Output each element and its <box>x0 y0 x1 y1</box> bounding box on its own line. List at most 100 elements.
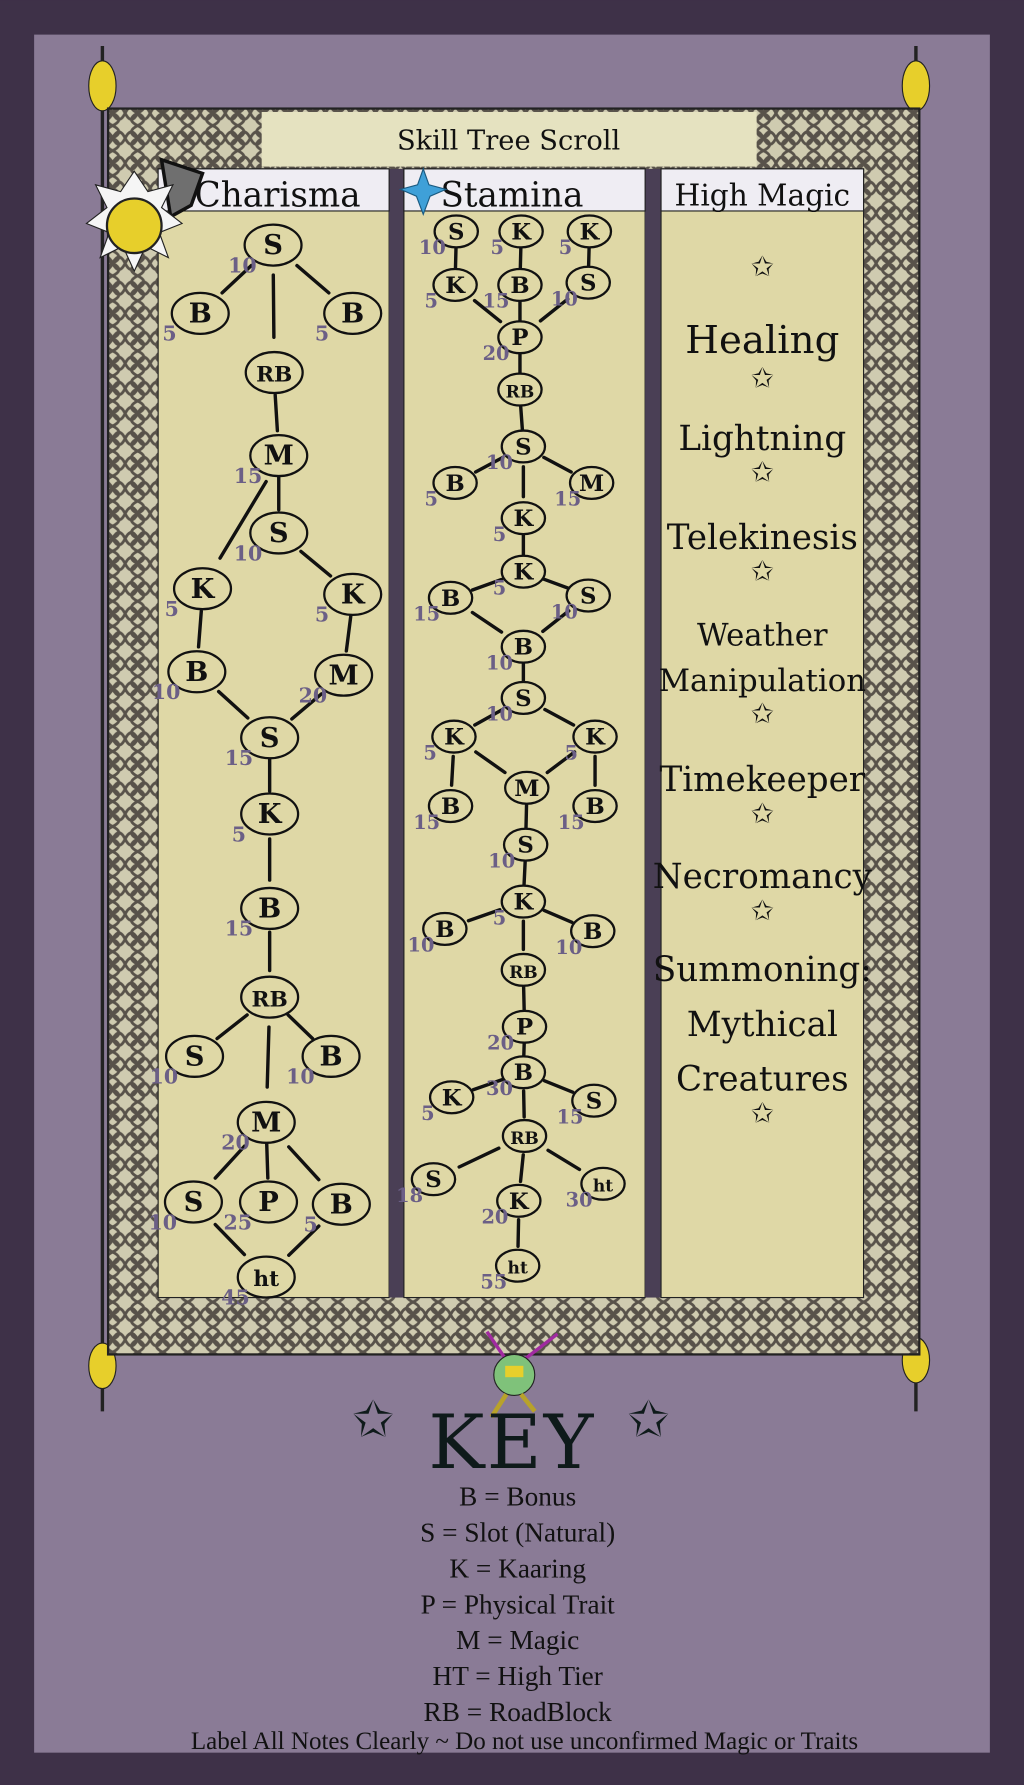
skill-node-ring <box>244 350 304 395</box>
skill-node-cost: 15 <box>413 811 440 834</box>
skill-node[interactable]: RB <box>501 1118 548 1154</box>
skill-node[interactable]: K5 <box>564 719 618 765</box>
skill-node[interactable]: RB <box>244 350 304 395</box>
skill-node[interactable]: M20 <box>299 653 374 708</box>
high-magic-header <box>660 168 865 212</box>
skill-node[interactable]: S10 <box>148 1180 224 1234</box>
skill-node-ring <box>500 429 547 464</box>
skill-node[interactable]: P20 <box>487 1009 548 1055</box>
skill-node[interactable]: S18 <box>396 1162 457 1207</box>
star-icon: ✩ <box>628 1391 670 1447</box>
high-magic-item[interactable]: Telekinesis <box>667 518 858 558</box>
skill-node[interactable]: B5 <box>424 465 478 511</box>
skill-node[interactable]: B10 <box>555 914 616 959</box>
skill-node[interactable]: B10 <box>152 650 227 704</box>
high-magic-item[interactable]: Healing <box>685 318 839 363</box>
skill-node[interactable]: B10 <box>408 911 468 957</box>
skill-node[interactable]: B15 <box>558 788 618 834</box>
skill-connection <box>295 263 331 295</box>
scroll-rod-left <box>88 45 117 1412</box>
skill-node[interactable]: S10 <box>551 578 611 624</box>
skill-node-cost: 15 <box>558 811 585 834</box>
skill-node[interactable]: K5 <box>493 501 547 546</box>
skill-node[interactable]: K20 <box>481 1183 542 1229</box>
high-magic-item-label: Timekeeper <box>659 760 865 800</box>
skill-node[interactable]: B30 <box>486 1055 547 1100</box>
skill-node-type: K <box>579 219 600 245</box>
skill-connection <box>453 246 458 271</box>
skill-node-ring <box>432 465 478 500</box>
skill-node[interactable]: K5 <box>423 719 477 765</box>
skill-node[interactable]: K5 <box>232 792 300 847</box>
skill-node[interactable]: B10 <box>486 629 547 675</box>
high-magic-item[interactable]: Necromancy <box>653 857 873 897</box>
skill-node[interactable]: S10 <box>551 265 611 311</box>
skill-node[interactable]: M15 <box>234 433 309 488</box>
skill-node[interactable]: M <box>504 770 550 805</box>
skill-node[interactable]: B15 <box>483 267 543 313</box>
skill-node[interactable]: K5 <box>490 214 544 260</box>
skill-node[interactable]: B15 <box>413 788 474 834</box>
skill-node[interactable]: B15 <box>225 886 300 941</box>
skill-node[interactable]: RB <box>500 952 547 987</box>
skill-connection <box>473 455 505 474</box>
skill-node[interactable]: B5 <box>303 1182 371 1237</box>
skill-node[interactable]: B5 <box>162 291 230 346</box>
key-entry: S = Slot (Natural) <box>420 1518 615 1548</box>
skill-node[interactable]: P25 <box>224 1180 299 1234</box>
skill-node[interactable]: P20 <box>483 320 543 365</box>
skill-node-type: RB <box>510 1129 539 1149</box>
skill-node-ring <box>433 214 480 249</box>
skill-node[interactable]: RB <box>240 975 300 1019</box>
charisma-header-label: Charisma <box>195 175 361 215</box>
jester-mascot-icon <box>485 1330 559 1419</box>
skill-connection <box>542 908 574 925</box>
skill-node[interactable]: B15 <box>413 580 474 626</box>
skill-node[interactable]: B5 <box>315 291 383 346</box>
skill-node-type: S <box>515 686 531 712</box>
skill-node-ring <box>240 716 300 760</box>
skill-connection <box>472 298 503 324</box>
skill-node[interactable]: S10 <box>486 429 547 475</box>
skill-node[interactable]: K5 <box>165 567 233 621</box>
key-footer-note: Label All Notes Clearly ~ Do not use unc… <box>191 1728 858 1755</box>
skill-node[interactable]: K5 <box>315 572 383 627</box>
stamina-skill-tree: S10K5K5K5B15S10P20RBS10B5M15K5K5B15S10B1… <box>396 214 626 1294</box>
skill-node[interactable]: M20 <box>221 1100 296 1155</box>
high-magic-header-label: High Magic <box>675 178 851 212</box>
high-magic-item[interactable]: Timekeeper <box>659 760 865 800</box>
skill-node-cost: 15 <box>225 917 253 941</box>
skill-node[interactable]: K5 <box>421 1080 475 1125</box>
skill-node-cost: 15 <box>557 1105 584 1128</box>
skill-node[interactable]: RB <box>497 372 543 407</box>
skill-connection <box>474 750 507 775</box>
skill-node[interactable]: S10 <box>419 214 480 260</box>
skill-node[interactable]: S10 <box>234 511 309 565</box>
skill-connection <box>518 1153 525 1184</box>
skill-node[interactable]: B10 <box>286 1034 361 1089</box>
skill-node-cost: 5 <box>424 488 437 511</box>
skill-node[interactable]: S10 <box>150 1034 225 1089</box>
skill-node-type: S <box>184 1186 204 1218</box>
skill-connection <box>471 1078 504 1092</box>
high-magic-item[interactable]: Lightning <box>678 419 846 459</box>
skill-node[interactable]: S15 <box>225 716 300 770</box>
skill-connection <box>519 405 525 432</box>
skill-node[interactable]: K5 <box>493 884 547 930</box>
skill-node[interactable]: S10 <box>228 223 303 278</box>
skill-node[interactable]: S10 <box>488 827 549 873</box>
skill-node[interactable]: M15 <box>554 465 615 511</box>
skill-node[interactable]: S15 <box>557 1083 617 1129</box>
skill-node[interactable]: K5 <box>559 214 613 260</box>
skill-node-ring <box>502 827 549 862</box>
skill-node[interactable]: K5 <box>424 267 478 313</box>
skill-node[interactable]: S10 <box>486 680 547 726</box>
skill-node[interactable]: K5 <box>493 554 547 600</box>
stamina-header-label: Stamina <box>440 175 583 215</box>
skill-connection <box>542 1079 575 1094</box>
